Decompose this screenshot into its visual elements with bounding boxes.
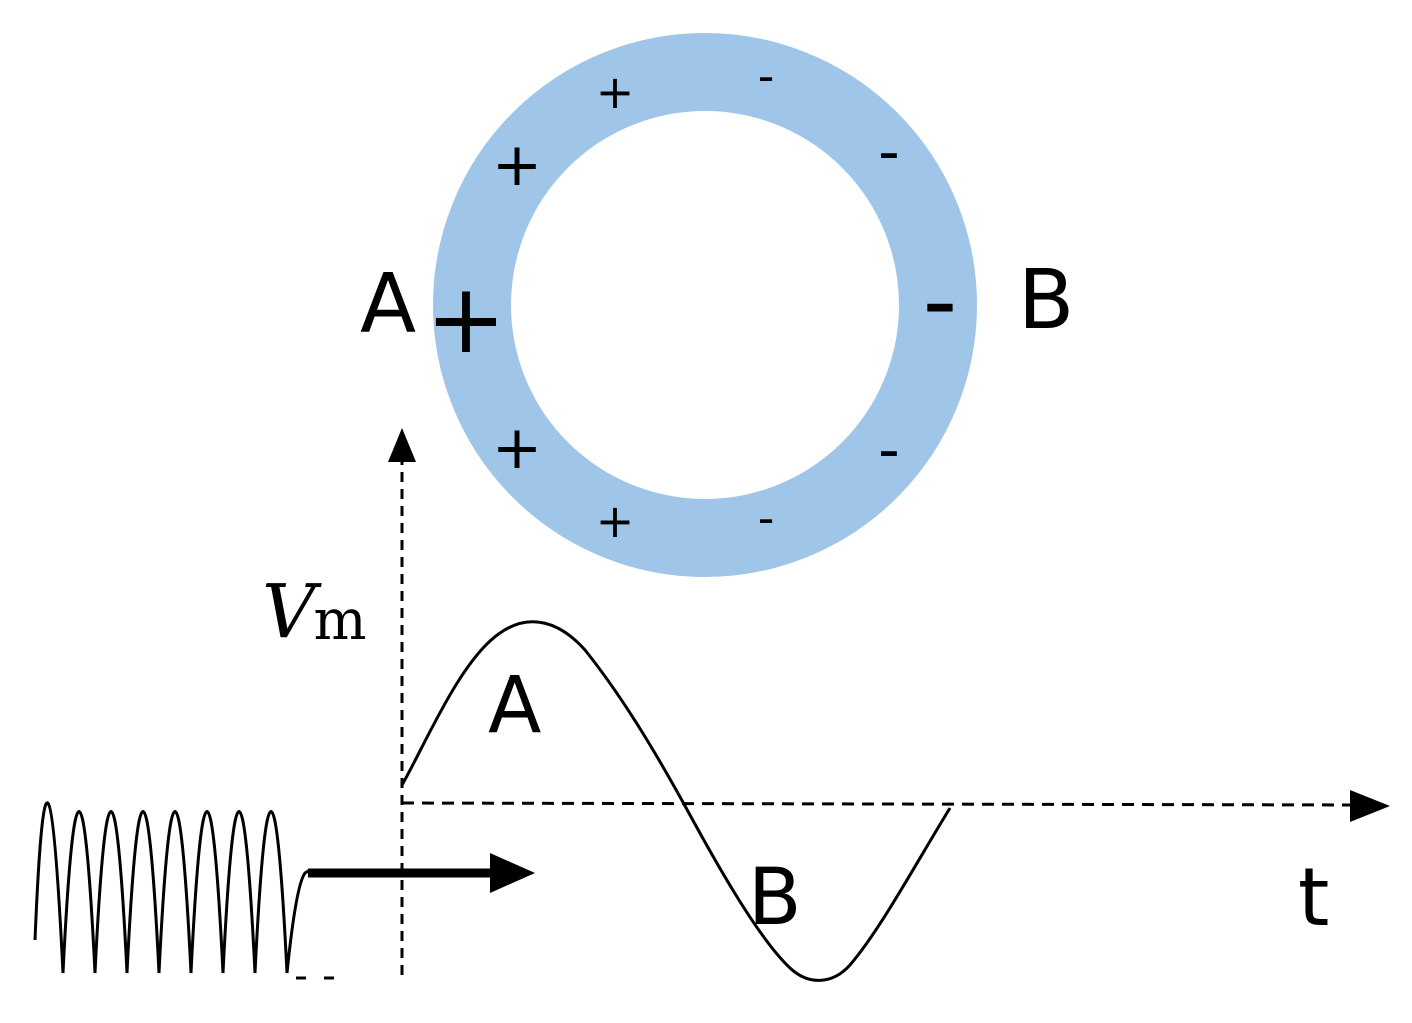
charge-minus-lower-right: - [878, 415, 900, 485]
y-axis-label: Vm [262, 569, 367, 655]
cell-label-a: A [360, 257, 416, 352]
charge-minus-right-big: - [923, 245, 958, 357]
x-axis [401, 801, 1357, 807]
wave-label-b: B [748, 853, 802, 943]
membrane-potential-wave [400, 620, 952, 982]
charge-plus-top-small: + [596, 65, 635, 119]
charge-plus-lower-left: + [492, 413, 542, 483]
x-axis-arrowhead [1350, 790, 1390, 822]
charge-minus-upper-right: - [878, 117, 900, 187]
charge-plus-bottom-small: + [596, 494, 635, 548]
charge-plus-upper-left: + [492, 130, 542, 200]
transition-arrow-head [490, 853, 535, 893]
charge-minus-top-small: - [758, 49, 775, 103]
cell-membrane-ring [433, 33, 977, 577]
y-axis-arrowhead [388, 428, 416, 462]
wave-label-a: A [488, 661, 541, 751]
charge-minus-bottom-small: - [758, 491, 775, 545]
cell-label-b: B [1018, 253, 1074, 348]
high-frequency-wave [33, 801, 311, 974]
x-axis-label: t [1298, 851, 1329, 944]
charge-plus-left-big: + [426, 263, 506, 375]
